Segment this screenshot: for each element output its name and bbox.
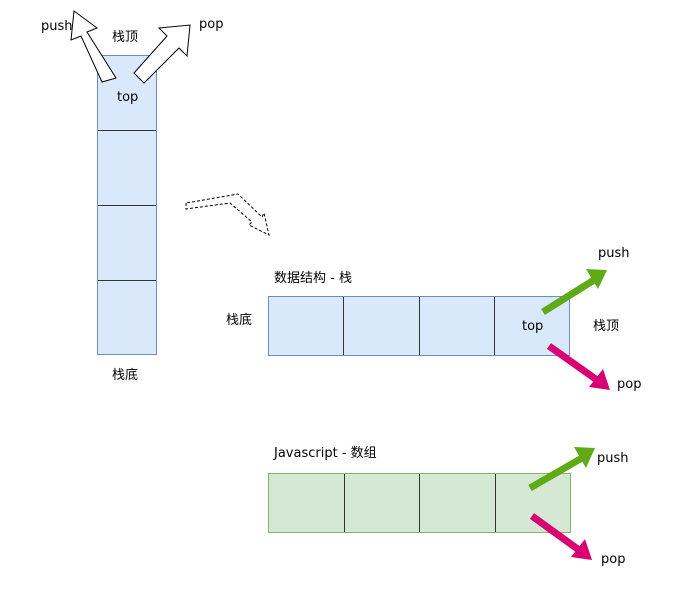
stack-push-arrow xyxy=(541,277,596,315)
array-cell xyxy=(343,474,420,532)
horizontal-stack xyxy=(268,296,570,356)
stack-cell xyxy=(98,131,156,206)
stack-cell xyxy=(418,297,494,355)
stack-push-arrowhead xyxy=(586,269,607,289)
array-push-arrowhead xyxy=(574,447,595,468)
vertical-stack-top-label: 栈顶 xyxy=(112,30,139,45)
array-push-arrow xyxy=(528,454,584,492)
stack-pop-arrowhead xyxy=(589,369,610,390)
array-pop-arrowhead xyxy=(571,539,592,560)
stack-diagram-title: 数据结构 - 栈 xyxy=(274,271,352,286)
array-diagram-push-label: push xyxy=(597,451,629,466)
array-diagram-pop-label: pop xyxy=(601,552,626,567)
vertical-stack xyxy=(97,55,157,355)
array-diagram-title: Javascript - 数组 xyxy=(274,446,377,461)
stack-diagram-pop-label: pop xyxy=(617,377,642,392)
vertical-stack-pop-label: pop xyxy=(199,17,224,32)
vertical-push-arrow xyxy=(70,10,117,83)
array-pop-arrow xyxy=(529,513,582,553)
stack-diagram-top-label: 栈顶 xyxy=(593,319,620,334)
stack-diagram-push-label: push xyxy=(598,246,630,261)
vertical-stack-push-label: push xyxy=(41,19,73,34)
vertical-stack-bottom-label: 栈底 xyxy=(112,368,139,383)
stack-cell xyxy=(98,206,156,281)
array-cell xyxy=(494,474,571,532)
stack-pop-arrow xyxy=(546,343,600,383)
vertical-stack-top-cell-text: top xyxy=(117,90,139,105)
array-cell xyxy=(419,474,495,532)
stack-cell xyxy=(343,297,418,355)
array-row xyxy=(268,473,571,533)
transition-arrow xyxy=(185,193,270,236)
stack-diagram-bottom-label: 栈底 xyxy=(226,313,253,328)
stack-cell-top xyxy=(98,56,156,131)
vertical-pop-arrow xyxy=(133,24,191,84)
stack-cell-top xyxy=(493,297,569,355)
stack-diagram-top-cell-text: top xyxy=(522,319,544,334)
